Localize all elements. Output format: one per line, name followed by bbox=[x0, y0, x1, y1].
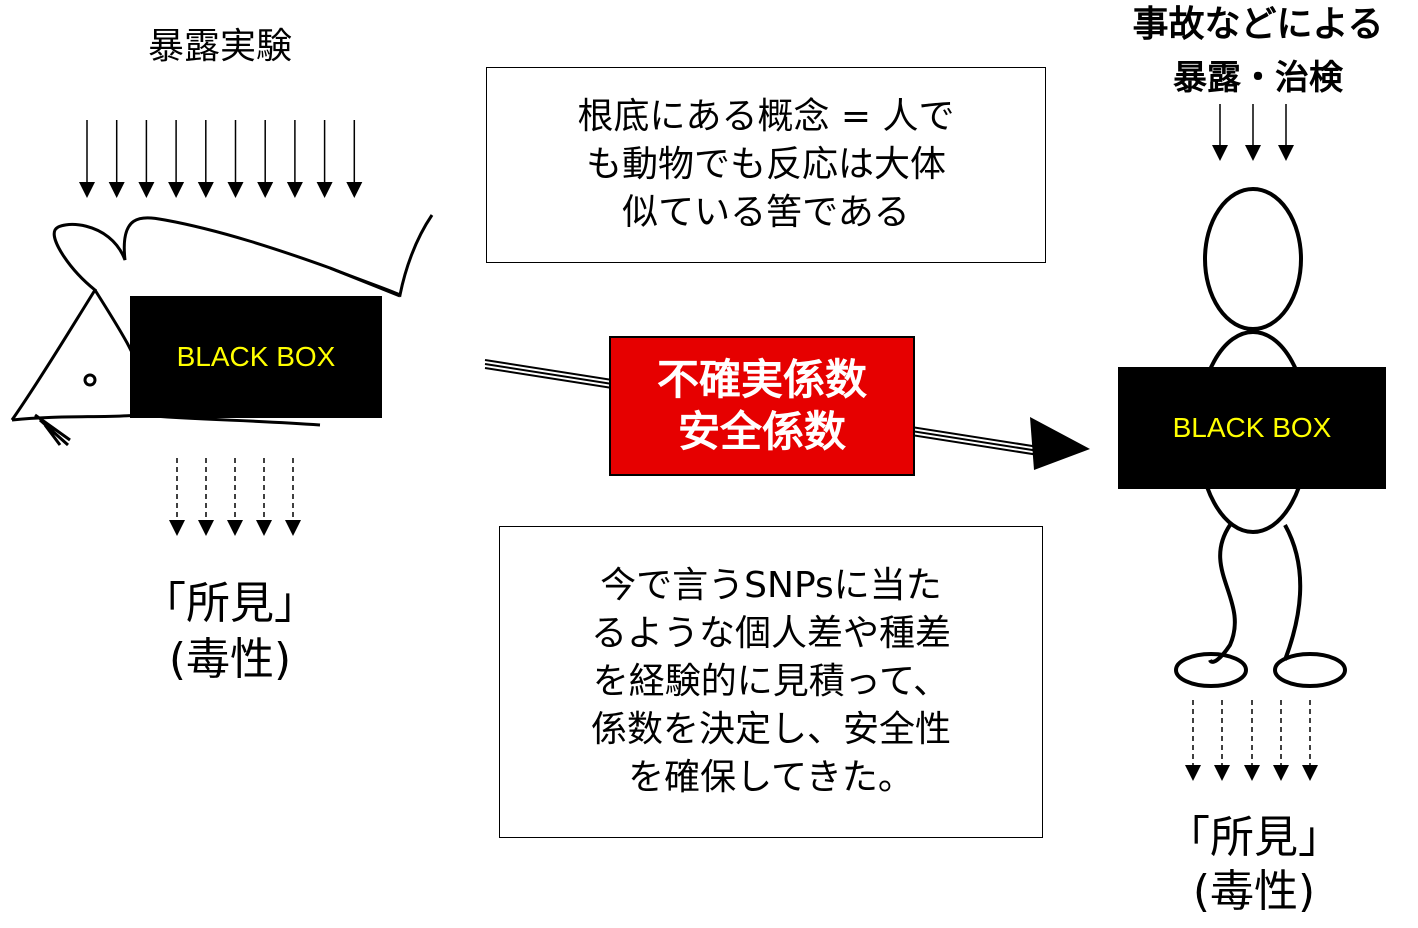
left-in-arrow-head-6 bbox=[227, 182, 244, 198]
right-exposure-arrows bbox=[1212, 104, 1294, 161]
right-black-box: BLACK BOX bbox=[1118, 367, 1386, 489]
right-out-arrow-head-3 bbox=[1244, 765, 1260, 781]
left-in-arrow-head-8 bbox=[286, 182, 303, 198]
left-output-arrows bbox=[169, 458, 301, 536]
left-out-arrow-head-2 bbox=[198, 520, 214, 536]
right-toxicity: (毒性) bbox=[1192, 866, 1316, 917]
right-output-arrows bbox=[1185, 700, 1318, 781]
factor-box: 不確実係数 安全係数 bbox=[609, 336, 915, 476]
top-note-box: 根底にある概念 = 人で も動物でも反応は大体 似ている筈である bbox=[486, 67, 1046, 263]
left-in-arrow-head-4 bbox=[168, 182, 185, 198]
bottom-note-box: 今で言うSNPsに当た るような個人差や種差 を経験的に見積って、 係数を決定し… bbox=[499, 526, 1043, 838]
right-finding: 「所見」 bbox=[1166, 812, 1342, 863]
left-in-arrow-head-10 bbox=[346, 182, 363, 198]
left-in-arrow-head-5 bbox=[197, 182, 214, 198]
left-out-arrow-head-4 bbox=[256, 520, 272, 536]
left-out-arrow-head-5 bbox=[285, 520, 301, 536]
left-in-arrow-head-2 bbox=[108, 182, 125, 198]
right-out-arrow-head-4 bbox=[1273, 765, 1289, 781]
right-out-arrow-head-5 bbox=[1302, 765, 1318, 781]
factor-line1: 不確実係数 bbox=[656, 354, 867, 404]
right-title-line2: 暴露・治検 bbox=[1173, 58, 1343, 98]
factor-line2: 安全係数 bbox=[677, 407, 846, 456]
left-in-arrow-head-3 bbox=[138, 182, 155, 198]
left-in-arrow-head-1 bbox=[79, 182, 95, 198]
right-title-line1: 事故などによる bbox=[1132, 4, 1384, 45]
left-exposure-arrows bbox=[79, 120, 363, 198]
left-title: 暴露実験 bbox=[147, 26, 292, 67]
left-in-arrow-head-9 bbox=[316, 182, 333, 198]
right-in-arrow-head-2 bbox=[1245, 145, 1261, 161]
right-out-arrow-head-1 bbox=[1185, 765, 1201, 781]
left-in-arrow-head-7 bbox=[257, 182, 274, 198]
right-in-arrow-head-1 bbox=[1212, 145, 1228, 161]
left-out-arrow-head-3 bbox=[227, 520, 243, 536]
left-toxicity: (毒性) bbox=[168, 634, 292, 685]
left-out-arrow-head-1 bbox=[169, 520, 185, 536]
left-black-box: BLACK BOX bbox=[130, 296, 382, 418]
left-finding: 「所見」 bbox=[142, 578, 318, 629]
right-out-arrow-head-2 bbox=[1214, 765, 1230, 781]
right-in-arrow-head-3 bbox=[1278, 145, 1294, 161]
